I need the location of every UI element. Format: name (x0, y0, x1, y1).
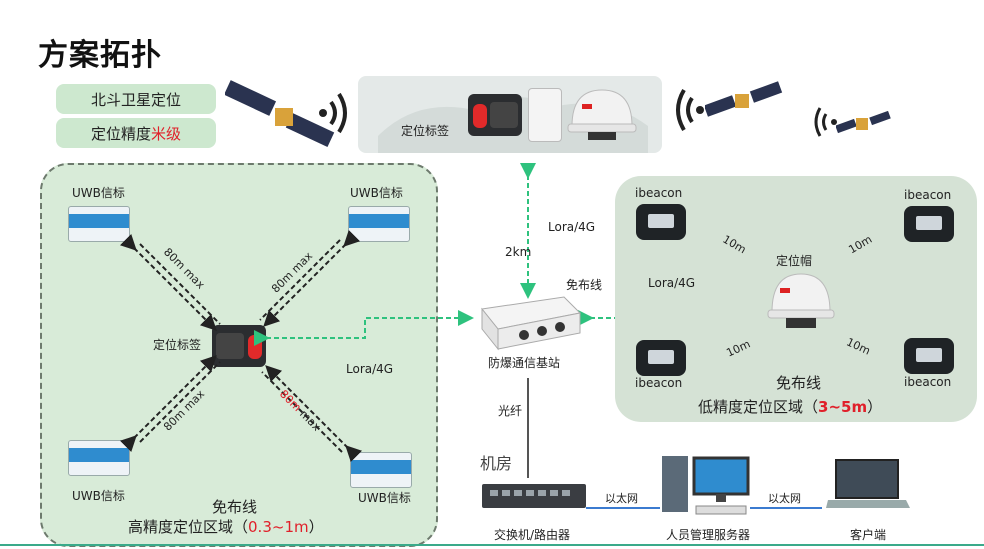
tag-button (473, 104, 487, 128)
uwb-bar (351, 460, 411, 474)
ethernet-label-1: 以太网 (605, 492, 638, 505)
ibeacon-bl (636, 340, 686, 376)
ibeacon-br (904, 338, 954, 374)
right-zone-caption-suffix: ） (867, 398, 883, 416)
laptop-icon (826, 459, 910, 508)
satellite-icon-2 (705, 81, 783, 117)
top-helmet-icon (567, 89, 637, 140)
uwb-label-tl: UWB信标 (72, 186, 125, 200)
beacon-screen (916, 348, 942, 362)
right-zone-caption-prefix: 低精度定位区域（ (698, 398, 819, 416)
right-lora-label: Lora/4G (648, 276, 696, 290)
beidou-text: 北斗卫星定位 (90, 90, 181, 109)
left-zone-caption-prefix: 高精度定位区域（ (128, 518, 249, 536)
server-icon (662, 456, 750, 515)
beacon-label-bl: ibeacon (635, 376, 683, 390)
uwb-bar (69, 448, 129, 462)
distance-label: 2km (505, 245, 532, 259)
left-zone-caption-2: 高精度定位区域（0.3~1m） (128, 516, 324, 537)
footer-divider (0, 544, 984, 546)
top-tag-label: 定位标签 (401, 124, 450, 138)
tag-face (216, 333, 244, 359)
beacon-label-br: ibeacon (904, 375, 952, 389)
left-lora-label: Lora/4G (346, 362, 394, 376)
precision-unit: 米级 (151, 124, 182, 143)
top-locator-tag (468, 94, 522, 136)
ethernet-label-2: 以太网 (768, 492, 801, 505)
client-label: 客户端 (850, 528, 887, 542)
left-zone-precision: 0.3~1m (248, 518, 309, 536)
satellite-icon-3 (836, 110, 891, 134)
beacon-label-tr: ibeacon (904, 188, 952, 202)
uwb-label-br: UWB信标 (358, 491, 411, 505)
server-label: 人员管理服务器 (666, 528, 751, 542)
switch-label: 交换机/路由器 (494, 528, 571, 542)
left-zone-caption-1: 免布线 (212, 498, 258, 516)
wireless-label: 免布线 (566, 278, 603, 292)
center-tag-label: 定位标签 (153, 338, 202, 352)
signal-waves-icon-2 (676, 88, 704, 132)
ibeacon-tr (904, 206, 954, 242)
fiber-label: 光纤 (498, 404, 523, 418)
uwb-bar (349, 214, 409, 228)
signal-waves-icon-1 (319, 92, 347, 134)
uwb-beacon-tl (68, 206, 130, 242)
uwb-label-tr: UWB信标 (350, 186, 403, 200)
card-reader-icon (528, 88, 562, 142)
beacon-label-tl: ibeacon (635, 186, 683, 200)
uwb-beacon-bl (68, 440, 130, 476)
beacon-screen (648, 350, 674, 364)
helmet-label: 定位帽 (776, 254, 813, 268)
uwb-label-bl: UWB信标 (72, 489, 125, 503)
base-station-icon (481, 296, 582, 351)
satellite-icon-1 (225, 80, 335, 147)
beacon-screen (916, 216, 942, 230)
beacon-screen (648, 214, 674, 228)
page-title: 方案拓扑 (38, 38, 162, 73)
station-label: 防爆通信基站 (488, 356, 561, 370)
signal-waves-icon-3 (814, 107, 837, 137)
right-zone-caption-2: 低精度定位区域（3~5m） (698, 396, 882, 417)
beidou-pill: 北斗卫星定位 (56, 84, 216, 114)
left-zone-caption-suffix: ） (308, 518, 324, 536)
ibeacon-tl (636, 204, 686, 240)
uwb-bar (69, 214, 129, 228)
right-zone-precision: 3~5m (818, 398, 868, 416)
precision-pill: 定位精度米级 (56, 118, 216, 148)
helmet-icon (767, 273, 835, 328)
switch-icon (482, 484, 586, 508)
right-zone-caption-1: 免布线 (776, 374, 822, 392)
center-lora-label: Lora/4G (548, 220, 596, 234)
precision-text: 定位精度 (90, 124, 151, 143)
tag-face (490, 102, 518, 128)
room-label: 机房 (480, 454, 513, 473)
